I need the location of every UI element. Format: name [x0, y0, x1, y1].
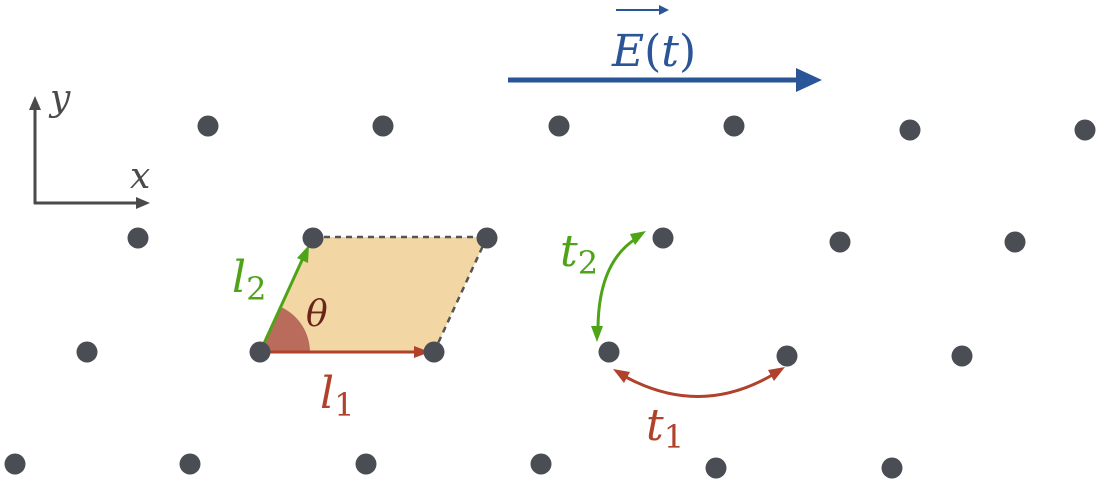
lattice-point: [652, 227, 674, 249]
y-axis-head: [29, 96, 41, 110]
lattice-point: [899, 119, 921, 141]
l2-vector-head: [297, 245, 309, 263]
electric-field: E(t): [508, 5, 822, 92]
lattice-point: [723, 115, 745, 137]
lattice-points: [4, 115, 1096, 479]
lattice-point: [127, 227, 149, 249]
lattice-point: [4, 453, 26, 475]
coordinate-axes: y x: [29, 78, 150, 209]
lattice-point: [197, 115, 219, 137]
field-arrow-head: [796, 68, 822, 92]
field-label: E(t): [611, 26, 696, 77]
field-vector-bar-head: [659, 5, 669, 15]
lattice-point: [881, 457, 903, 479]
t2-arrow-head-top: [630, 231, 646, 245]
lattice-point: [829, 231, 851, 253]
l1-label: l1: [320, 368, 354, 424]
t2-hopping-arc: [596, 236, 638, 331]
lattice-point: [776, 345, 798, 367]
hopping-terms: t1 t2: [560, 226, 785, 456]
l2-vector: [259, 257, 305, 351]
lattice-point: [476, 227, 498, 249]
lattice-point: [302, 227, 324, 249]
lattice-point: [705, 457, 727, 479]
lattice-point: [951, 345, 973, 367]
unit-cell: l1 l2 θ: [232, 235, 489, 424]
unit-cell-parallelogram: [260, 237, 487, 352]
theta-label: θ: [306, 294, 328, 335]
lattice-point: [179, 453, 201, 475]
lattice-point: [1074, 119, 1096, 141]
l1-vector-head: [414, 346, 430, 358]
t2-label: t2: [560, 226, 598, 282]
lattice-point: [76, 341, 98, 363]
t1-hopping-arc: [623, 372, 775, 398]
lattice-point: [372, 115, 394, 137]
lattice-point: [548, 115, 570, 137]
l2-label: l2: [232, 252, 266, 308]
lattice-point: [423, 341, 445, 363]
x-axis-head: [136, 197, 150, 209]
y-axis-label: y: [48, 78, 71, 119]
lattice-point: [249, 341, 271, 363]
t1-label: t1: [646, 400, 684, 456]
x-axis-label: x: [130, 156, 150, 197]
t2-arrow-head-bottom: [591, 326, 603, 342]
lattice-point: [530, 453, 552, 475]
lattice-point: [598, 341, 620, 363]
t1-arrow-head-left: [613, 369, 630, 383]
t1-arrow-head-right: [768, 367, 785, 381]
lattice-point: [1004, 231, 1026, 253]
angle-wedge: [260, 307, 310, 352]
lattice-point: [355, 453, 377, 475]
